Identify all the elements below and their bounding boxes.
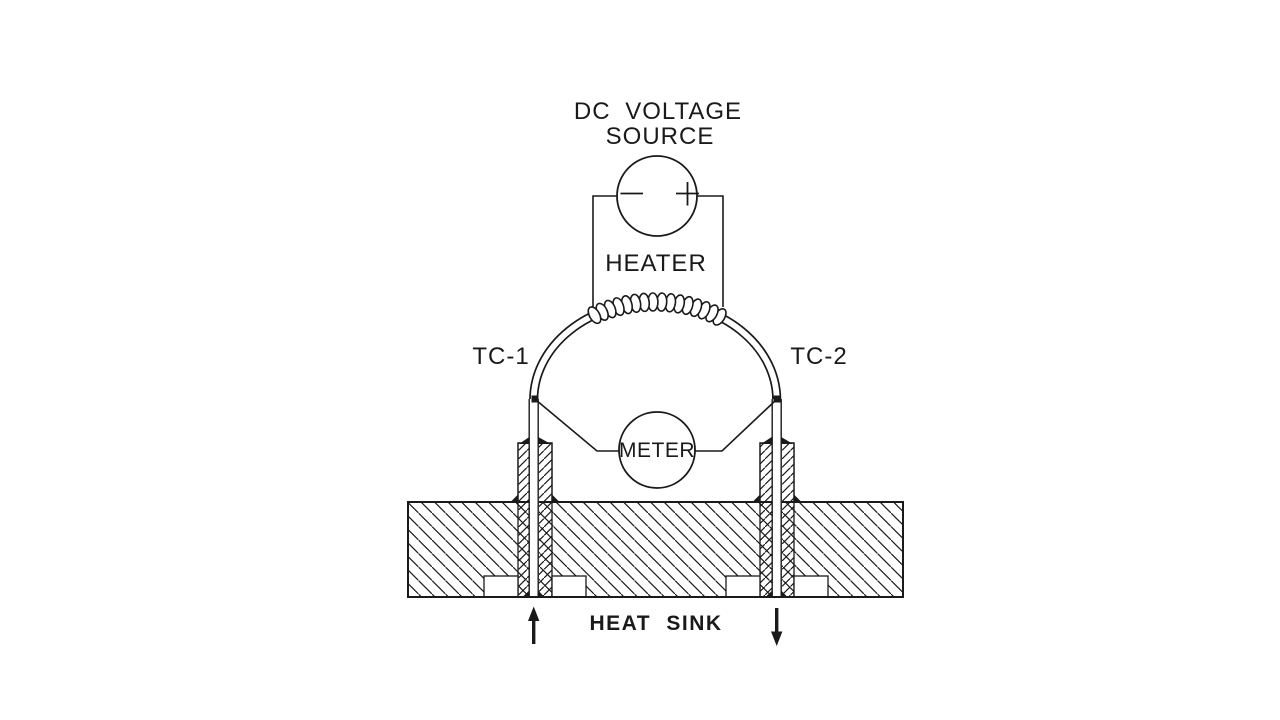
meter-label: METER	[619, 439, 695, 462]
tc-left-tube	[528, 399, 539, 597]
heat-flow-out-arrow	[771, 608, 783, 646]
tube-arch	[529, 297, 782, 401]
dc-source-label-line2: SOURCE	[606, 123, 715, 150]
recess	[483, 575, 519, 598]
tc2-label: TC-2	[790, 343, 847, 370]
recess	[725, 575, 761, 598]
tc1-junction-dot	[531, 395, 539, 403]
heat-sink-label: HEAT SINK	[589, 612, 722, 635]
heat-flow-in-arrow	[528, 606, 540, 644]
thermocouple-leads	[531, 395, 781, 452]
dc-source-label-line1: DC VOLTAGE	[574, 98, 742, 125]
recess	[793, 575, 829, 598]
recess	[551, 575, 587, 598]
weld-fillets	[511, 437, 801, 597]
heat-sink-block	[407, 501, 904, 598]
tc-right-tube	[771, 399, 782, 597]
tc1-label: TC-1	[472, 343, 529, 370]
heater-power-wires	[592, 195, 724, 307]
tc2-junction-dot	[773, 395, 781, 403]
meter: METER	[618, 411, 696, 489]
heater-label: HEATER	[605, 250, 707, 277]
plus-icon	[676, 182, 699, 206]
heater-coil	[587, 292, 727, 326]
dc-voltage-source	[616, 155, 699, 237]
